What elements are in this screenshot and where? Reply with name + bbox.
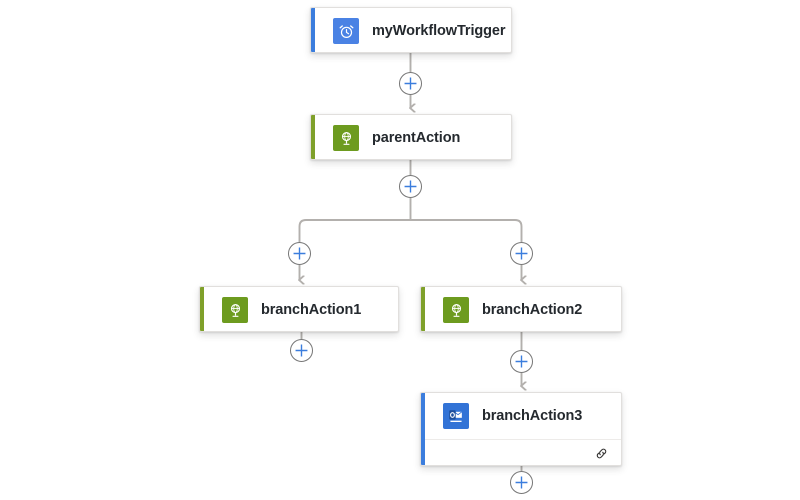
node-title: branchAction2 bbox=[482, 302, 583, 318]
node-header: branchAction1 bbox=[200, 287, 398, 331]
node-header: myWorkflowTrigger bbox=[311, 8, 511, 52]
node-title: branchAction1 bbox=[261, 302, 362, 318]
node-accent-bar bbox=[311, 115, 315, 159]
node-footer bbox=[421, 439, 621, 465]
add-step-button-after-trigger[interactable] bbox=[399, 72, 422, 95]
node-accent-bar bbox=[311, 8, 315, 52]
add-step-button-after-branchaction2[interactable] bbox=[510, 350, 533, 373]
node-header: branchAction3 bbox=[421, 393, 621, 439]
edge-split-left bbox=[298, 219, 411, 242]
add-step-button-branch-left[interactable] bbox=[288, 242, 311, 265]
workflow-node-branchaction1[interactable]: branchAction1 bbox=[199, 286, 399, 332]
node-accent-bar bbox=[421, 287, 425, 331]
globe-variable-icon bbox=[443, 297, 469, 323]
workflow-node-trigger[interactable]: myWorkflowTrigger bbox=[310, 7, 512, 53]
alarm-clock-icon bbox=[333, 18, 359, 44]
add-step-button-after-branchaction1[interactable] bbox=[290, 339, 313, 362]
node-accent-bar bbox=[200, 287, 204, 331]
node-title: myWorkflowTrigger bbox=[372, 23, 506, 39]
add-step-button-after-branchaction3[interactable] bbox=[510, 471, 533, 494]
globe-variable-icon bbox=[333, 125, 359, 151]
add-step-button-after-parentaction[interactable] bbox=[399, 175, 422, 198]
node-header: branchAction2 bbox=[421, 287, 621, 331]
workflow-node-branchaction2[interactable]: branchAction2 bbox=[420, 286, 622, 332]
globe-variable-icon bbox=[222, 297, 248, 323]
workflow-node-parentaction[interactable]: parentAction bbox=[310, 114, 512, 160]
edge-split-right bbox=[410, 219, 523, 242]
node-title: branchAction3 bbox=[482, 408, 583, 424]
node-accent-bar bbox=[421, 393, 425, 465]
add-step-button-branch-right[interactable] bbox=[510, 242, 533, 265]
node-header: parentAction bbox=[311, 115, 511, 159]
node-title: parentAction bbox=[372, 130, 461, 146]
workflow-node-branchaction3[interactable]: branchAction3 bbox=[420, 392, 622, 466]
link-chain-icon[interactable] bbox=[593, 446, 609, 462]
outlook-icon bbox=[443, 403, 469, 429]
